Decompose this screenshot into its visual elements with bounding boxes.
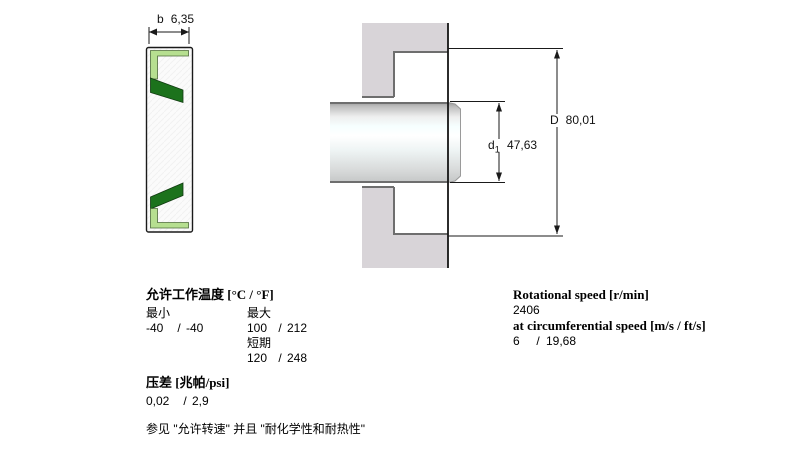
seal-cross-section-drawing [145, 27, 194, 233]
slash-separator: / [536, 333, 540, 348]
d1-dimension-label: d1 47,63 [486, 138, 540, 155]
temperature-column-headers: 最小 最大 [146, 306, 476, 321]
d1-dim-value: 47,63 [507, 138, 538, 152]
seal-lip-top [150, 77, 184, 104]
pressure-mpa-value: 0,02 [146, 394, 170, 408]
slash-separator: / [278, 351, 282, 365]
housing-section-top [362, 23, 448, 97]
see-also-note: 参见 "允许转速" 并且 "耐化学性和耐热性" [146, 422, 366, 436]
temperature-title: 允许工作温度 [°C / °F] [146, 287, 274, 302]
shaft-end-cap [447, 101, 461, 184]
pressure-psi-value: 2,9 [192, 394, 209, 408]
D-dim-letter: D [550, 113, 559, 127]
housing-section-bottom [362, 187, 448, 268]
slash-separator: / [183, 394, 187, 408]
short-term-label: 短期 [247, 336, 272, 350]
slash-separator: / [177, 321, 181, 335]
housing-shaft-drawing [330, 23, 563, 268]
rotational-speed-title: Rotational speed [r/min] [513, 287, 649, 302]
pressure-values-row: 0,02 / 2,9 [146, 394, 476, 409]
max-column-header: 最大 [247, 306, 272, 320]
max-celsius-value: 100 [247, 321, 268, 335]
short-term-values-row: 120 / 248 [146, 351, 476, 366]
D-dimension-line [448, 48, 563, 237]
seal-lip-bottom [150, 182, 184, 210]
b-dim-letter: b [157, 12, 164, 26]
b-dimension-label: b 6,35 [157, 12, 195, 26]
temperature-pressure-section: 允许工作温度 [°C / °F] 最小 最大 -40 / -40 100 / 212 短… [146, 287, 476, 437]
housing-bore-edges [362, 51, 448, 235]
speed-section: Rotational speed [r/min] 2406 at circumf… [513, 287, 773, 349]
min-fahrenheit-value: -40 [186, 321, 204, 335]
b-dim-value: 6,35 [170, 12, 195, 26]
circumferential-speed-title: at circumferential speed [m/s / ft/s] [513, 318, 706, 333]
b-dimension-line [148, 27, 190, 44]
min-celsius-value: -40 [146, 321, 164, 335]
d1-dim-letter: d [488, 138, 495, 152]
short-term-celsius-value: 120 [247, 351, 268, 365]
d1-dim-sub: 1 [494, 144, 500, 155]
circumferential-ms-value: 6 [513, 333, 520, 348]
min-column-header: 最小 [146, 306, 171, 320]
max-fahrenheit-value: 212 [287, 321, 308, 335]
shaft-edges [330, 102, 448, 183]
rotational-speed-value: 2406 [513, 302, 540, 317]
circumferential-speed-values: 6 / 19,68 [513, 334, 773, 350]
pressure-title: 压差 [兆帕/psi] [146, 375, 230, 390]
seal-metal-insert-bottom [150, 208, 189, 229]
outer-diameter-dimension-label: D 80,01 [547, 114, 599, 127]
temperature-values-row: -40 / -40 100 / 212 [146, 321, 476, 336]
D-dim-value: 80,01 [565, 113, 596, 127]
short-term-label-row: 短期 [146, 336, 476, 351]
circumferential-fts-value: 19,68 [546, 333, 577, 348]
slash-separator: / [278, 321, 282, 335]
shaft [330, 102, 448, 183]
short-term-fahrenheit-value: 248 [287, 351, 308, 365]
